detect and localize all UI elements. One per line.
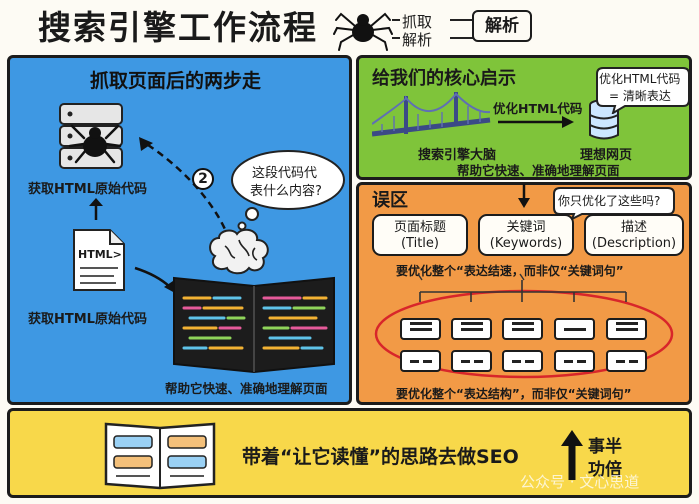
brain-icon — [209, 228, 269, 275]
up-arrow-big-icon — [561, 430, 583, 480]
brain-label: 搜索引擎大脑 — [418, 148, 497, 163]
result-line-1: 事半 — [588, 437, 622, 457]
node-lines — [460, 321, 483, 331]
html-file-label: HTML> — [78, 248, 122, 261]
speech-bubble — [596, 67, 690, 114]
crawl-label: 抓取 — [402, 13, 433, 31]
description-box-line2: (Description) — [591, 236, 677, 251]
open-book-icon — [104, 422, 216, 490]
ideal-page-label: 理想网页 — [580, 148, 633, 163]
myth-caption-top: 要优化整个“表达结速，而非仅“关键词句” — [396, 264, 624, 278]
right-arrow-icon — [498, 116, 574, 128]
watermark: 公众号 · 文心思道 — [520, 473, 640, 491]
keywords-box-line1: 关键词 — [506, 220, 546, 235]
structure-node — [400, 350, 441, 372]
thought-line-1: 这段代码代 — [252, 166, 318, 181]
server-spider-icon — [59, 103, 123, 169]
page-title: 搜索引擎工作流程 — [38, 8, 318, 47]
node-lines — [409, 359, 432, 363]
structure-node — [554, 350, 595, 372]
connector-lines — [392, 19, 474, 39]
get-code-label-bottom: 获取HTML原始代码 — [28, 312, 147, 327]
title-box-line2: (Title) — [400, 236, 439, 251]
callout-line-2: = 清晰表达 — [609, 89, 671, 103]
structure-node — [554, 318, 595, 340]
thought-bubble — [231, 150, 345, 231]
question-bubble — [553, 187, 675, 220]
myth-panel-title: 误区 — [372, 190, 408, 211]
insight-panel-title: 给我们的核心启示 — [372, 68, 516, 89]
structure-node — [502, 318, 543, 340]
keywords-box: 关键词 (Keywords) — [478, 214, 574, 256]
optimize-html-label: 优化HTML代码 — [493, 101, 583, 116]
left-panel-title: 抓取页面后的两步走 — [90, 70, 262, 92]
result-line-2: 功倍 — [588, 460, 622, 480]
keywords-box-line2: (Keywords) — [489, 236, 563, 251]
node-lines — [615, 321, 638, 331]
node-lines — [511, 321, 534, 331]
title-box-line1: 页面标题 — [393, 220, 446, 235]
down-arrow-icon — [518, 184, 530, 208]
left-help-text: 帮助它快速、准确地理解页面 — [165, 381, 328, 396]
description-box-line1: 描述 — [620, 220, 647, 235]
node-lines — [615, 359, 638, 363]
node-lines — [460, 359, 483, 363]
parse-badge: 解析 — [472, 10, 532, 42]
node-lines — [563, 327, 586, 331]
structure-node — [502, 350, 543, 372]
bridge-icon — [372, 92, 491, 137]
myth-caption-bottom: 要优化整个“表达结构”，而非仅“关键词句” — [396, 387, 632, 401]
myth-question: 你只优化了这些吗? — [558, 194, 661, 208]
structure-node — [606, 350, 647, 372]
up-arrow-icon — [89, 198, 103, 220]
node-lines — [409, 321, 432, 331]
code-book-icon — [173, 276, 335, 374]
thought-line-2: 表什么内容? — [250, 184, 322, 199]
parse-label: 解析 — [402, 31, 433, 49]
structure-node — [606, 318, 647, 340]
spider-icon — [333, 12, 393, 51]
node-lines — [511, 359, 534, 363]
step-number-badge: 2 — [192, 168, 214, 190]
bottom-slogan: 带着“让它读懂”的思路去做SEO — [242, 446, 519, 468]
title-box: 页面标题 (Title) — [372, 214, 468, 256]
structure-node — [400, 318, 441, 340]
structure-node — [451, 350, 492, 372]
description-box: 描述 (Description) — [584, 214, 684, 256]
get-code-label-top: 获取HTML原始代码 — [28, 182, 147, 197]
structure-node — [451, 318, 492, 340]
callout-line-1: 优化HTML代码 — [599, 72, 681, 86]
node-lines — [563, 359, 586, 363]
html-file-icon — [73, 229, 125, 291]
insight-help-text: 帮助它快速、准确地理解页面 — [457, 163, 620, 178]
